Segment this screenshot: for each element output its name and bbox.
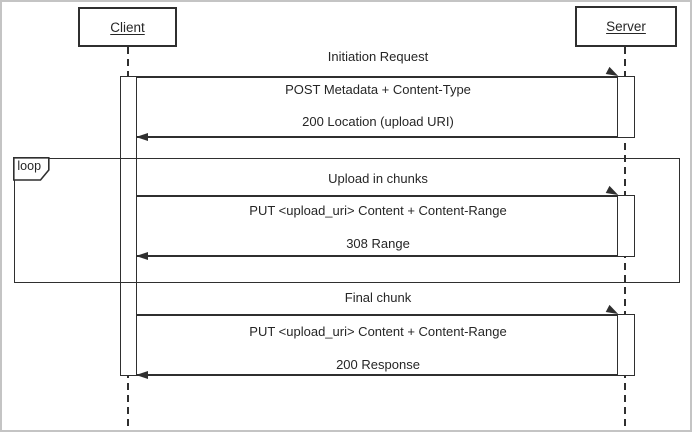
section-title-3: Final chunk bbox=[344, 290, 412, 305]
activation-server-3 bbox=[617, 314, 635, 376]
actor-label-client: Client bbox=[110, 19, 145, 35]
request-message-2: PUT <upload_uri> Content + Content-Range bbox=[249, 203, 507, 218]
section-title-2: Upload in chunks bbox=[328, 171, 428, 186]
response-line-2 bbox=[136, 255, 618, 257]
arrowhead-left-icon bbox=[136, 370, 148, 379]
actor-label-server: Server bbox=[606, 19, 646, 34]
actor-box-server: Server bbox=[575, 6, 677, 47]
response-message-1: 200 Location (upload URI) bbox=[302, 114, 454, 129]
arrowhead-left-icon bbox=[136, 251, 148, 260]
loop-pentagon-shape bbox=[13, 157, 51, 182]
request-line-3 bbox=[136, 314, 618, 316]
arrowhead-left-icon bbox=[136, 132, 148, 141]
request-message-3: PUT <upload_uri> Content + Content-Range bbox=[249, 324, 507, 339]
response-message-2: 308 Range bbox=[346, 236, 410, 251]
activation-server-1 bbox=[617, 76, 635, 138]
actor-box-client: Client bbox=[78, 7, 177, 47]
request-line-2 bbox=[136, 195, 618, 197]
activation-server-2 bbox=[617, 195, 635, 257]
response-message-3: 200 Response bbox=[336, 357, 420, 372]
loop-operator-tag: loop bbox=[13, 157, 51, 182]
activation-client bbox=[120, 76, 137, 376]
request-line-1 bbox=[136, 76, 618, 78]
request-message-1: POST Metadata + Content-Type bbox=[285, 82, 471, 97]
section-title-1: Initiation Request bbox=[327, 49, 429, 64]
loop-operator-label: loop bbox=[17, 159, 42, 174]
response-line-3 bbox=[136, 374, 618, 376]
response-line-1 bbox=[136, 136, 618, 138]
loop-frame: loop bbox=[13, 157, 680, 283]
